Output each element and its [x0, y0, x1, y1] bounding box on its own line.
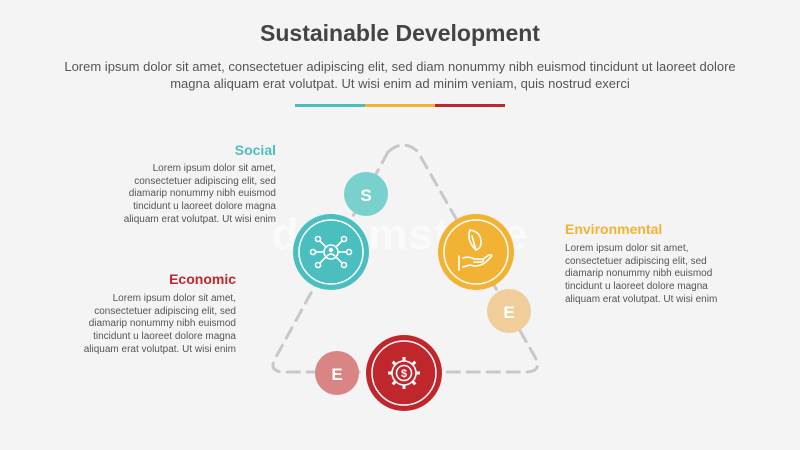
svg-text:E: E [503, 303, 514, 322]
svg-text:$: $ [401, 368, 407, 380]
accent-bar-economic [435, 104, 505, 107]
page-title: Sustainable Development [260, 20, 540, 46]
economic-badge: E [315, 351, 359, 395]
social-description: Lorem ipsum dolor sit amet, consectetuer… [123, 163, 276, 225]
economic-main-circle: $ [366, 335, 442, 411]
social-badge: S [344, 172, 388, 216]
dashed-triangle-path [271, 143, 539, 374]
economic-description: Lorem ipsum dolor sit amet, consectetuer… [83, 293, 236, 355]
environmental-description: Lorem ipsum dolor sit amet, consectetuer… [565, 243, 718, 305]
environmental-badge: E [487, 289, 531, 333]
environmental-label: Environmental [565, 221, 663, 237]
environmental-main-circle [438, 214, 514, 290]
people-network-icon [309, 235, 353, 269]
page-subtitle: Lorem ipsum dolor sit amet, consectetuer… [64, 59, 736, 91]
social-label: Social [234, 142, 276, 158]
hand-leaf-icon [458, 229, 493, 271]
accent-bar-environmental [365, 104, 435, 107]
svg-text:S: S [360, 186, 371, 205]
gear-dollar-icon: $ [388, 357, 420, 389]
svg-text:E: E [331, 365, 342, 384]
social-main-circle [293, 214, 369, 290]
accent-bar-social [295, 104, 365, 107]
economic-label: Economic [169, 271, 236, 287]
